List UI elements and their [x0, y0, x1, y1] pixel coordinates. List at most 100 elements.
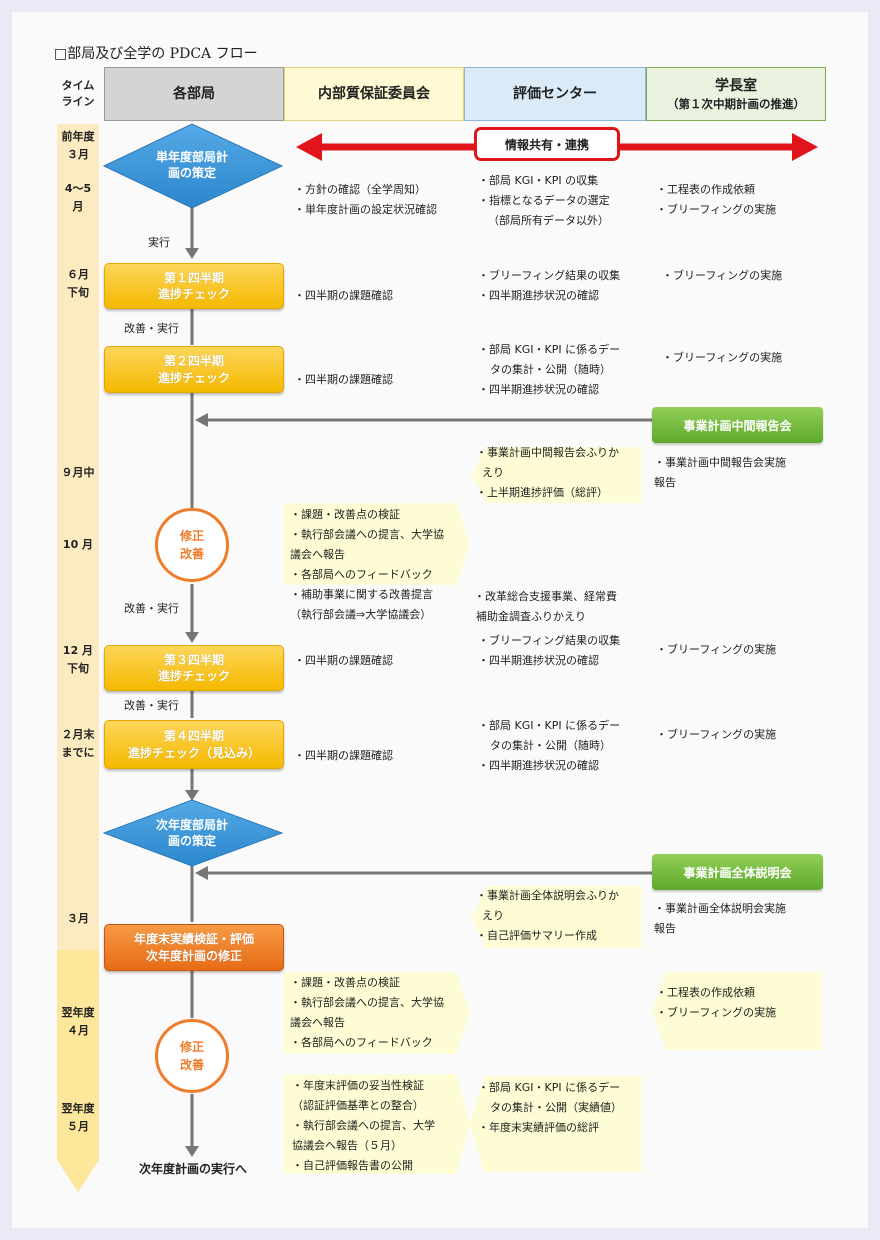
- center-note-9-line1: ・部局 KGI・KPI に係るデー: [478, 1081, 621, 1094]
- center-note-2-line2: ・四半期進捗状況の確認: [478, 289, 599, 302]
- share-arrowhead-right: [792, 133, 818, 161]
- callout-committee-may: [284, 1074, 470, 1174]
- header-timeline-line1: タイム: [61, 78, 95, 92]
- committee-note-8-line1: ・年度末評価の妥当性検証: [292, 1079, 424, 1092]
- committee-note-8: ・年度末評価の妥当性検証 （認証評価基準との整合） ・執行部会議への提言、大学 …: [292, 1076, 435, 1176]
- timeline-rail-next: [57, 950, 99, 1192]
- committee-note-8-line2: （認証評価基準との整合）: [292, 1099, 424, 1112]
- center-note-5-line1: ・改革総合支援事業、経常費: [474, 590, 617, 603]
- center-note-2-line1: ・ブリーフィング結果の収集: [478, 269, 621, 282]
- time-prev-year-line1: 前年度: [61, 130, 95, 143]
- president-note-8-line2: ・ブリーフィングの実施: [656, 1006, 777, 1019]
- committee-note-4: ・課題・改善点の検証 ・執行部会議への提言、大学協 議会へ報告 ・各部局へのフィ…: [290, 505, 444, 625]
- president-note-4-line2: 報告: [654, 476, 676, 489]
- committee-note-7-line2: ・執行部会議への提言、大学協: [290, 996, 444, 1009]
- president-note-7-line1: ・事業計画全体説明会実施: [654, 902, 786, 915]
- committee-note-7: ・課題・改善点の検証 ・執行部会議への提言、大学協 議会へ報告 ・各部局へのフィ…: [290, 973, 444, 1053]
- diamond-current-plan: [102, 123, 284, 209]
- time-jun-line2: 下旬: [67, 285, 89, 299]
- center-note-7: ・部局 KGI・KPI に係るデー タの集計・公開（随時） ・四半期進捗状況の確…: [478, 716, 620, 776]
- committee-note-7-line4: ・各部局へのフィードバック: [290, 1036, 433, 1049]
- callout-center-may: [470, 1076, 642, 1172]
- time-jun-line1: ６月: [67, 268, 89, 281]
- president-note-3: ・ブリーフィングの実施: [662, 351, 783, 364]
- center-note-9: ・部局 KGI・KPI に係るデー タの集計・公開（実績値） ・年度末実績評価の…: [478, 1078, 622, 1138]
- q4-line1: 第４四半期: [163, 729, 224, 744]
- committee-note-1-line1: ・方針の確認（全学周知）: [294, 183, 426, 196]
- header-committee-label: 内部質保証委員会: [318, 85, 430, 102]
- time-prev-year-line2: ３月: [67, 147, 89, 161]
- timeline-rail-current: [57, 124, 99, 950]
- center-note-4-line1: ・事業計画中間報告会ふりか: [476, 446, 619, 459]
- time-apr-may-line1: 4～5: [64, 182, 92, 195]
- center-note-7-line1: ・部局 KGI・KPI に係るデー: [478, 719, 621, 732]
- flow-arrowhead-3: [185, 790, 199, 801]
- q2-line2: 進捗チェック: [157, 370, 230, 385]
- q4-line2: 進捗チェック（見込み）: [127, 745, 260, 760]
- header-center-label: 評価センター: [513, 85, 597, 102]
- president-note-4: ・事業計画中間報告会実施 報告: [654, 453, 786, 493]
- revise-improve-circle-2: 修正 改善: [155, 1019, 229, 1093]
- center-note-1-line1: ・部局 KGI・KPI の収集: [478, 174, 599, 187]
- mid-report-arrowhead: [195, 413, 208, 427]
- q1-line1: 第１四半期: [163, 270, 224, 285]
- q2-progress-check: 第２四半期 進捗チェック: [104, 346, 284, 393]
- time-dec-line2: 下旬: [67, 661, 89, 675]
- committee-note-1: ・方針の確認（全学周知） ・単年度計画の設定状況確認: [294, 180, 437, 220]
- q3-progress-check: 第３四半期 進捗チェック: [104, 645, 284, 691]
- label-execute: 実行: [148, 236, 170, 249]
- time-next-may-line2: ５月: [67, 1119, 89, 1133]
- center-note-6-line1: ・ブリーフィング結果の収集: [478, 634, 621, 647]
- mid-report-meeting: 事業計画中間報告会: [652, 407, 823, 443]
- center-note-7-line2: タの集計・公開（随時）: [490, 739, 611, 752]
- center-note-1-line2: ・指標となるデータの選定: [478, 194, 610, 207]
- center-note-8-line3: ・自己評価サマリー作成: [476, 929, 597, 942]
- center-note-8-line2: えり: [482, 909, 504, 922]
- q1-line2: 進捗チェック: [157, 287, 230, 301]
- president-note-1-line1: ・工程表の作成依頼: [656, 183, 755, 196]
- diamond-next-plan-line2: 画の策定: [167, 833, 216, 848]
- committee-note-4-line1: ・課題・改善点の検証: [290, 508, 400, 521]
- president-note-1-line2: ・ブリーフィングの実施: [656, 203, 777, 216]
- header-departments: 各部局: [104, 67, 284, 121]
- committee-note-4-line6: （執行部会議⇒大学協議会）: [290, 608, 432, 621]
- full-briefing-meeting: 事業計画全体説明会: [652, 854, 823, 890]
- time-sep: ９月中: [61, 466, 95, 479]
- center-note-4-line3: ・上半期進捗評価（総評）: [476, 486, 608, 499]
- revise-improve-circle-1: 修正 改善: [155, 508, 229, 582]
- committee-note-4-line4: ・各部局へのフィードバック: [290, 568, 433, 581]
- circle2-line2: 改善: [179, 1058, 204, 1072]
- q3-line1: 第３四半期: [163, 652, 224, 667]
- center-note-6-line2: ・四半期進捗状況の確認: [478, 654, 599, 667]
- header-president: 学長室 （第１次中期計画の推進）: [646, 67, 826, 121]
- diamond-next-plan: [102, 799, 284, 867]
- center-note-4: ・事業計画中間報告会ふりか えり ・上半期進捗評価（総評）: [476, 443, 619, 503]
- committee-note-1-line2: ・単年度計画の設定状況確認: [294, 203, 437, 216]
- center-note-3-line1: ・部局 KGI・KPI に係るデー: [478, 343, 621, 356]
- committee-note-7-line1: ・課題・改善点の検証: [290, 976, 400, 989]
- committee-note-2: ・四半期の課題確認: [294, 289, 393, 302]
- president-note-1: ・工程表の作成依頼 ・ブリーフィングの実施: [656, 180, 776, 220]
- q2-line1: 第２四半期: [163, 354, 224, 369]
- center-note-4-line2: えり: [482, 466, 504, 479]
- time-dec: 12 月 下旬: [54, 642, 102, 677]
- committee-note-4-line3: 議会へ報告: [290, 548, 345, 561]
- circle2-line1: 修正: [179, 1040, 204, 1054]
- center-note-1: ・部局 KGI・KPI の収集 ・指標となるデータの選定 （部局所有データ以外）: [478, 171, 610, 231]
- time-next-apr-line1: 翌年度: [61, 1006, 95, 1019]
- diamond-next-plan-label: 次年度部局計 画の策定: [130, 818, 254, 849]
- committee-note-6: ・四半期の課題確認: [294, 749, 393, 762]
- q3-line2: 進捗チェック: [157, 669, 230, 683]
- committee-note-8-line5: ・自己評価報告書の公開: [292, 1159, 413, 1172]
- center-note-8: ・事業計画全体説明会ふりか えり ・自己評価サマリー作成: [476, 886, 619, 946]
- time-next-apr: 翌年度 ４月: [54, 1004, 102, 1039]
- committee-note-5: ・四半期の課題確認: [294, 654, 393, 667]
- time-prev-year-mar: 前年度 ３月: [54, 128, 102, 163]
- time-feb-line1: ２月末: [61, 728, 95, 741]
- center-note-3: ・部局 KGI・KPI に係るデー タの集計・公開（随時） ・四半期進捗状況の確…: [478, 340, 620, 400]
- page-title: □部局及び全学の PDCA フロー: [54, 46, 258, 62]
- label-improve-execute-1: 改善・実行: [124, 322, 179, 335]
- center-note-5: ・改革総合支援事業、経常費 補助金調査ふりかえり: [474, 587, 617, 627]
- flow-arrowhead-1: [185, 248, 199, 259]
